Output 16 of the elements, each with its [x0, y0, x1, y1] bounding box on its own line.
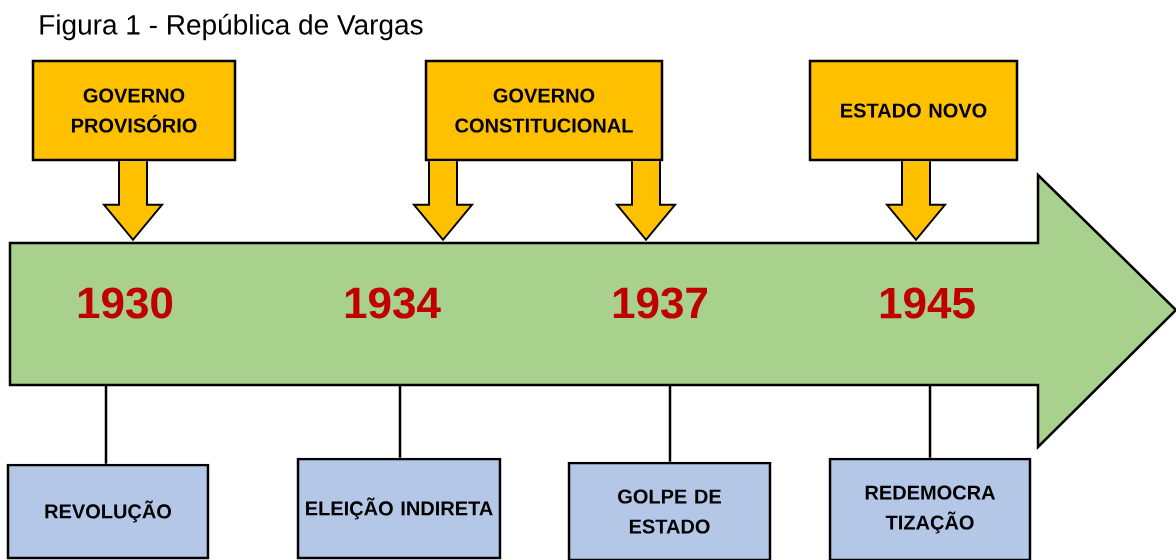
event-box: ELEIÇÃO INDIRETA	[296, 457, 502, 560]
period-box: ESTADO NOVO	[808, 59, 1019, 162]
period-box: GOVERNO PROVISÓRIO	[31, 59, 237, 162]
period-box: GOVERNO CONSTITUCIONAL	[424, 59, 664, 162]
block-arrow	[884, 160, 948, 242]
event-box: REVOLUÇÃO	[6, 463, 210, 560]
connector-line	[104, 385, 108, 464]
block-arrow	[614, 160, 678, 242]
connector-line	[928, 385, 932, 458]
event-box: REDEMOCRA TIZAÇÃO	[828, 457, 1032, 560]
figure-title: Figura 1 - República de Vargas	[40, 13, 423, 41]
connector-line	[668, 385, 672, 462]
block-arrow	[411, 160, 475, 242]
connector-line	[398, 385, 402, 458]
event-box: GOLPE DE ESTADO	[567, 461, 772, 560]
block-arrow	[101, 160, 165, 242]
